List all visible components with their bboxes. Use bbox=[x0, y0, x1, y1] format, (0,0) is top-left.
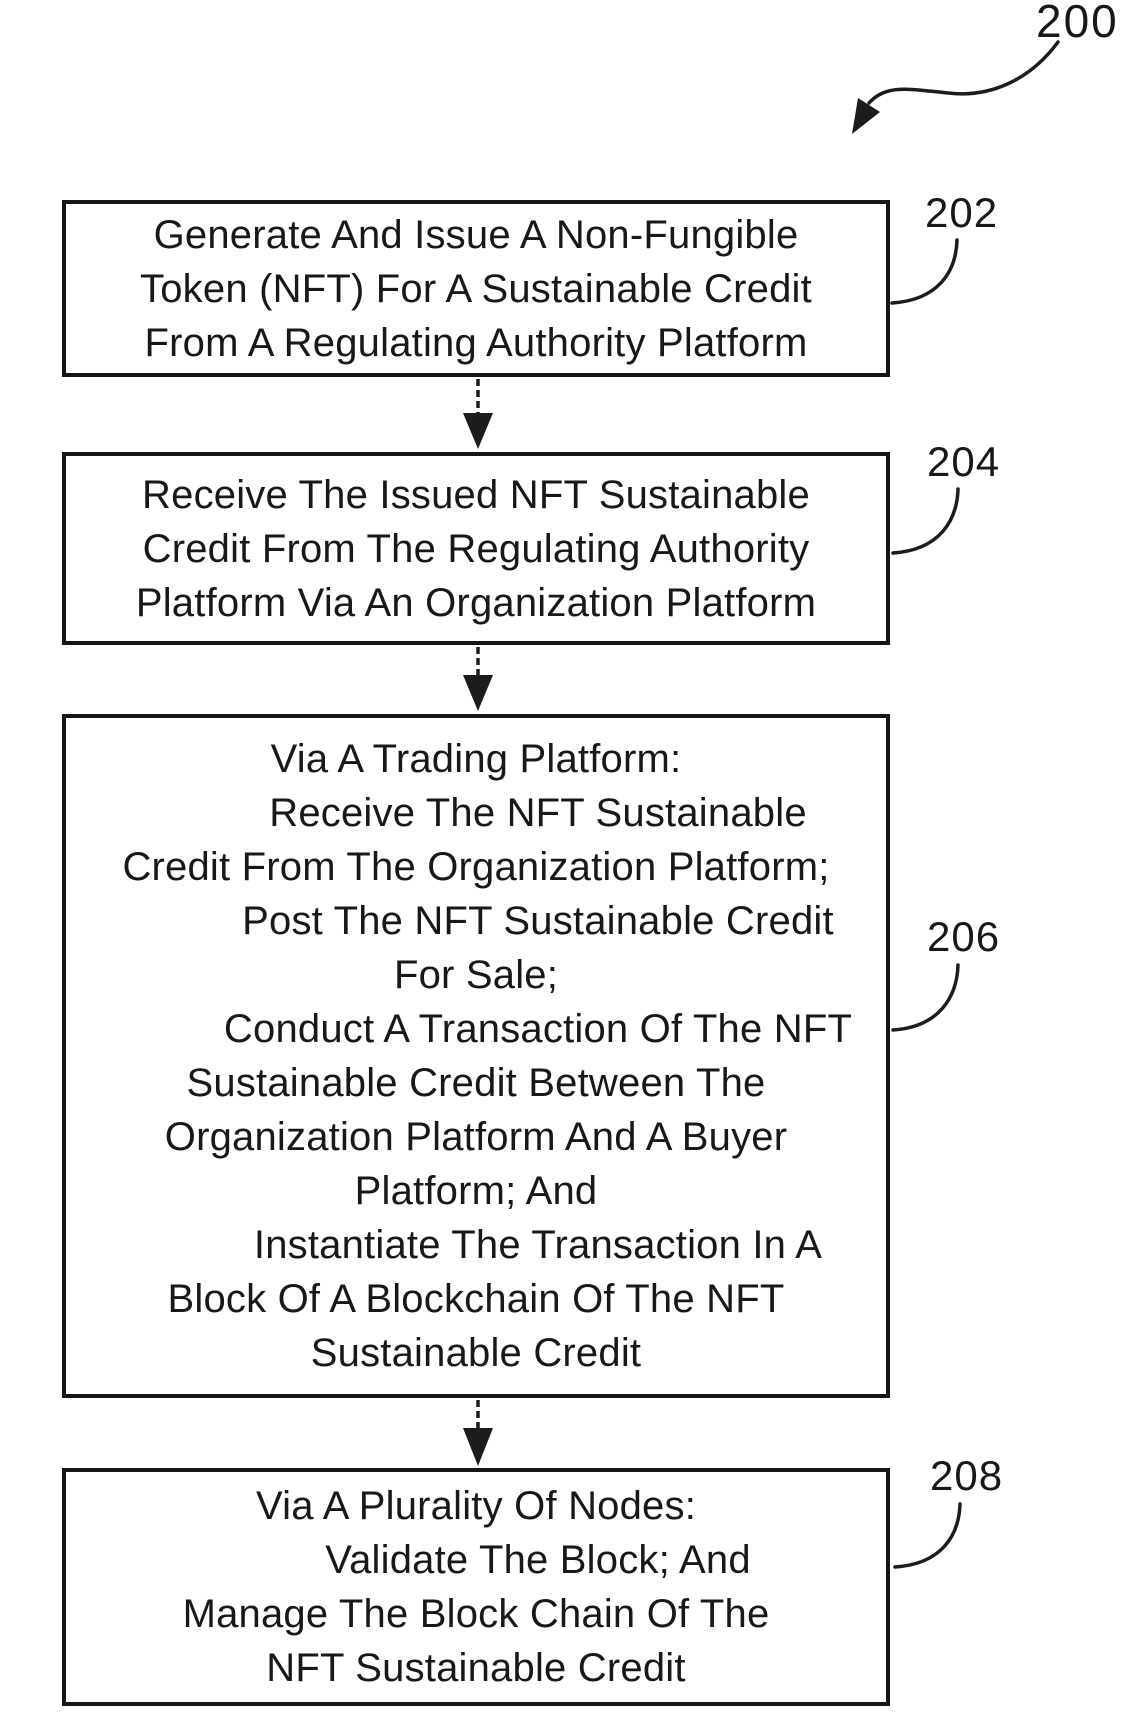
step-text-line: NFT Sustainable Credit bbox=[266, 1646, 686, 1690]
step-text-line: Post The NFT Sustainable Credit bbox=[242, 899, 834, 943]
flow-arrowhead-2-icon bbox=[463, 675, 493, 711]
step-text-line: From A Regulating Authority Platform bbox=[144, 320, 808, 365]
step-label-208: 208 bbox=[930, 1452, 1004, 1499]
step-text-line: Instantiate The Transaction In A bbox=[253, 1223, 823, 1267]
step-box-202: Generate And Issue A Non-Fungible Token … bbox=[62, 200, 890, 377]
step-text-line: Manage The Block Chain Of The bbox=[182, 1592, 770, 1636]
step-text-line: Validate The Block; And bbox=[325, 1538, 751, 1582]
step-box-204: Receive The Issued NFT Sustainable Credi… bbox=[62, 452, 890, 645]
step-text-line: Sustainable Credit bbox=[310, 1331, 642, 1375]
step-text-line: Sustainable Credit Between The bbox=[186, 1061, 766, 1105]
leader-line-208 bbox=[893, 1502, 962, 1569]
step-text-line: Platform Via An Organization Platform bbox=[135, 580, 817, 625]
step-text-line: Block Of A Blockchain Of The NFT bbox=[167, 1277, 785, 1321]
step-text-line: Receive The Issued NFT Sustainable bbox=[142, 472, 810, 517]
step-text-line: Generate And Issue A Non-Fungible bbox=[153, 212, 799, 257]
step-text-line: Token (NFT) For A Sustainable Credit bbox=[140, 266, 812, 311]
step-label-204: 204 bbox=[927, 438, 1001, 485]
step-text-line: Via A Trading Platform: bbox=[270, 737, 682, 781]
step-label-206: 206 bbox=[927, 913, 1001, 960]
leader-line-202 bbox=[890, 238, 959, 305]
flow-arrowhead-1-icon bbox=[463, 413, 493, 449]
reference-arrow-line bbox=[867, 40, 1060, 105]
step-text-line: Via A Plurality Of Nodes: bbox=[255, 1484, 697, 1528]
step-text-line: Credit From The Regulating Authority bbox=[142, 526, 810, 571]
step-box-206: Via A Trading Platform: Receive The NFT … bbox=[62, 714, 890, 1398]
step-text-line: For Sale; bbox=[393, 953, 559, 997]
reference-arrowhead-icon bbox=[852, 98, 880, 134]
step-text-line: Receive The NFT Sustainable bbox=[269, 791, 807, 835]
flow-arrowhead-3-icon bbox=[463, 1428, 493, 1466]
leader-line-206 bbox=[891, 963, 960, 1032]
figure-reference-number: 200 bbox=[1036, 0, 1119, 47]
step-text-line: Platform; And bbox=[354, 1169, 598, 1213]
step-text-line: Organization Platform And A Buyer bbox=[164, 1115, 788, 1159]
step-label-202: 202 bbox=[925, 189, 999, 236]
step-box-208: Via A Plurality Of Nodes: Validate The B… bbox=[62, 1468, 890, 1706]
leader-line-204 bbox=[891, 487, 960, 555]
step-text-line: Credit From The Organization Platform; bbox=[122, 845, 830, 889]
step-text-line: Conduct A Transaction Of The NFT bbox=[223, 1007, 853, 1051]
